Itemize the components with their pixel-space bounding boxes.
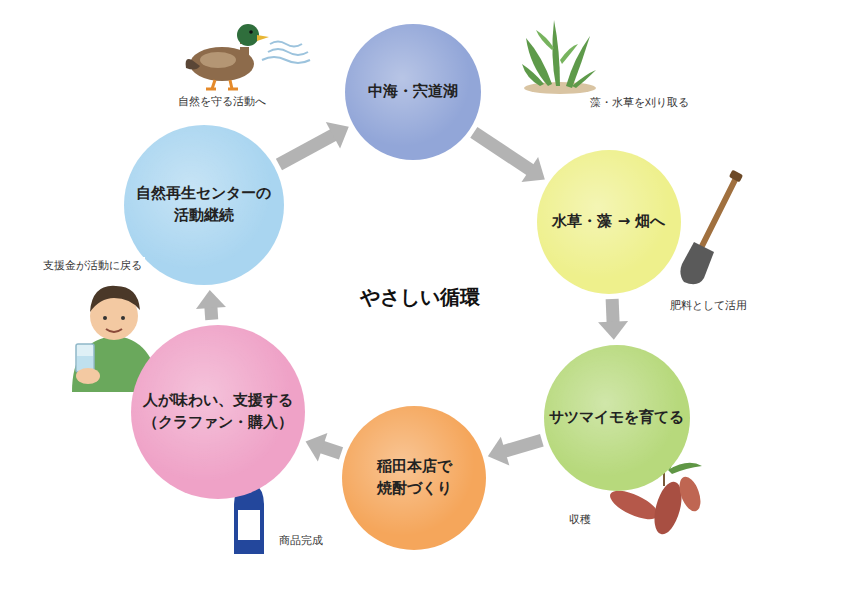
edge-label: 肥料として活用 <box>667 297 750 314</box>
circle-label: 人が味わい、支援する （クラファン・購入） <box>138 390 298 434</box>
edge-label: 自然を守る活動へ <box>175 93 269 110</box>
cycle-circle: 中海・宍道湖 <box>345 24 481 160</box>
flow-arrow <box>306 433 341 461</box>
flow-arrow <box>488 437 542 466</box>
circle-label: 水草・藻 → 畑へ <box>552 211 665 233</box>
flow-arrow <box>279 122 349 164</box>
flow-arrow <box>598 299 628 340</box>
cycle-circle: 自然再生センターの 活動継続 <box>124 125 284 285</box>
circle-label: サツマイモを育てる <box>549 407 684 429</box>
circle-label: 自然再生センターの 活動継続 <box>129 183 279 227</box>
flow-arrow <box>474 132 545 182</box>
seaweed-illustration <box>522 20 596 94</box>
circle-label: 稲田本店で 焼酎づくり <box>359 456 469 500</box>
flow-arrow <box>196 290 226 320</box>
circle-label: 中海・宍道湖 <box>368 81 458 103</box>
diagram-title: やさしい循環 <box>360 284 480 311</box>
shovel-illustration <box>680 170 743 285</box>
edge-label: 藻・水草を刈り取る <box>587 94 692 111</box>
cycle-circle: 人が味わい、支援する （クラファン・購入） <box>131 325 306 500</box>
cycle-circle: サツマイモを育てる <box>544 345 691 492</box>
duck-illustration <box>186 24 310 89</box>
cycle-circle: 稲田本店で 焼酎づくり <box>342 406 486 550</box>
edge-label: 収穫 <box>566 511 594 528</box>
cycle-circle: 水草・藻 → 畑へ <box>537 150 681 294</box>
edge-label: 商品完成 <box>276 532 326 549</box>
edge-label: 支援金が活動に戻る <box>40 257 145 274</box>
